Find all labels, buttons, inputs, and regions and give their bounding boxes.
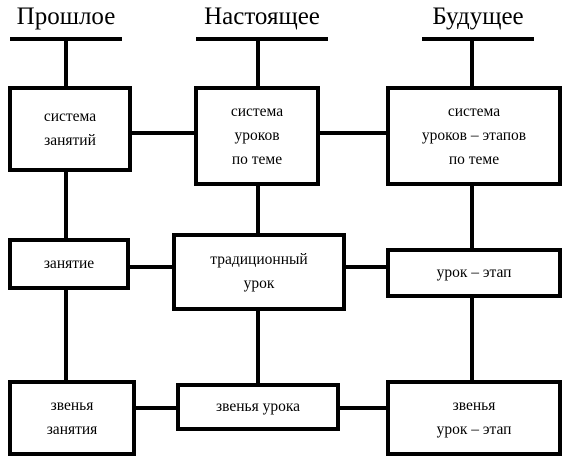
future-system-box: система уроков – этапов по теме bbox=[386, 86, 562, 186]
past-column-line bbox=[64, 38, 68, 384]
future-column-line bbox=[470, 38, 474, 384]
header-future-underline bbox=[422, 37, 534, 41]
header-future: Будущее bbox=[432, 3, 524, 30]
header-present: Настоящее bbox=[204, 3, 320, 30]
present-column-line bbox=[256, 38, 260, 384]
header-past: Прошлое bbox=[16, 3, 116, 30]
present-system-box: система уроков по теме bbox=[194, 86, 320, 186]
future-links-box: звенья урок – этап bbox=[386, 380, 562, 456]
future-unit-box: урок – этап bbox=[386, 248, 562, 298]
header-present-underline bbox=[196, 37, 328, 41]
present-unit-box: традиционный урок bbox=[172, 233, 346, 311]
past-links-box: звенья занятия bbox=[8, 380, 136, 456]
present-links-box: звенья урока bbox=[176, 383, 340, 431]
past-system-box: система занятий bbox=[8, 86, 132, 172]
past-unit-box: занятие bbox=[8, 238, 130, 290]
